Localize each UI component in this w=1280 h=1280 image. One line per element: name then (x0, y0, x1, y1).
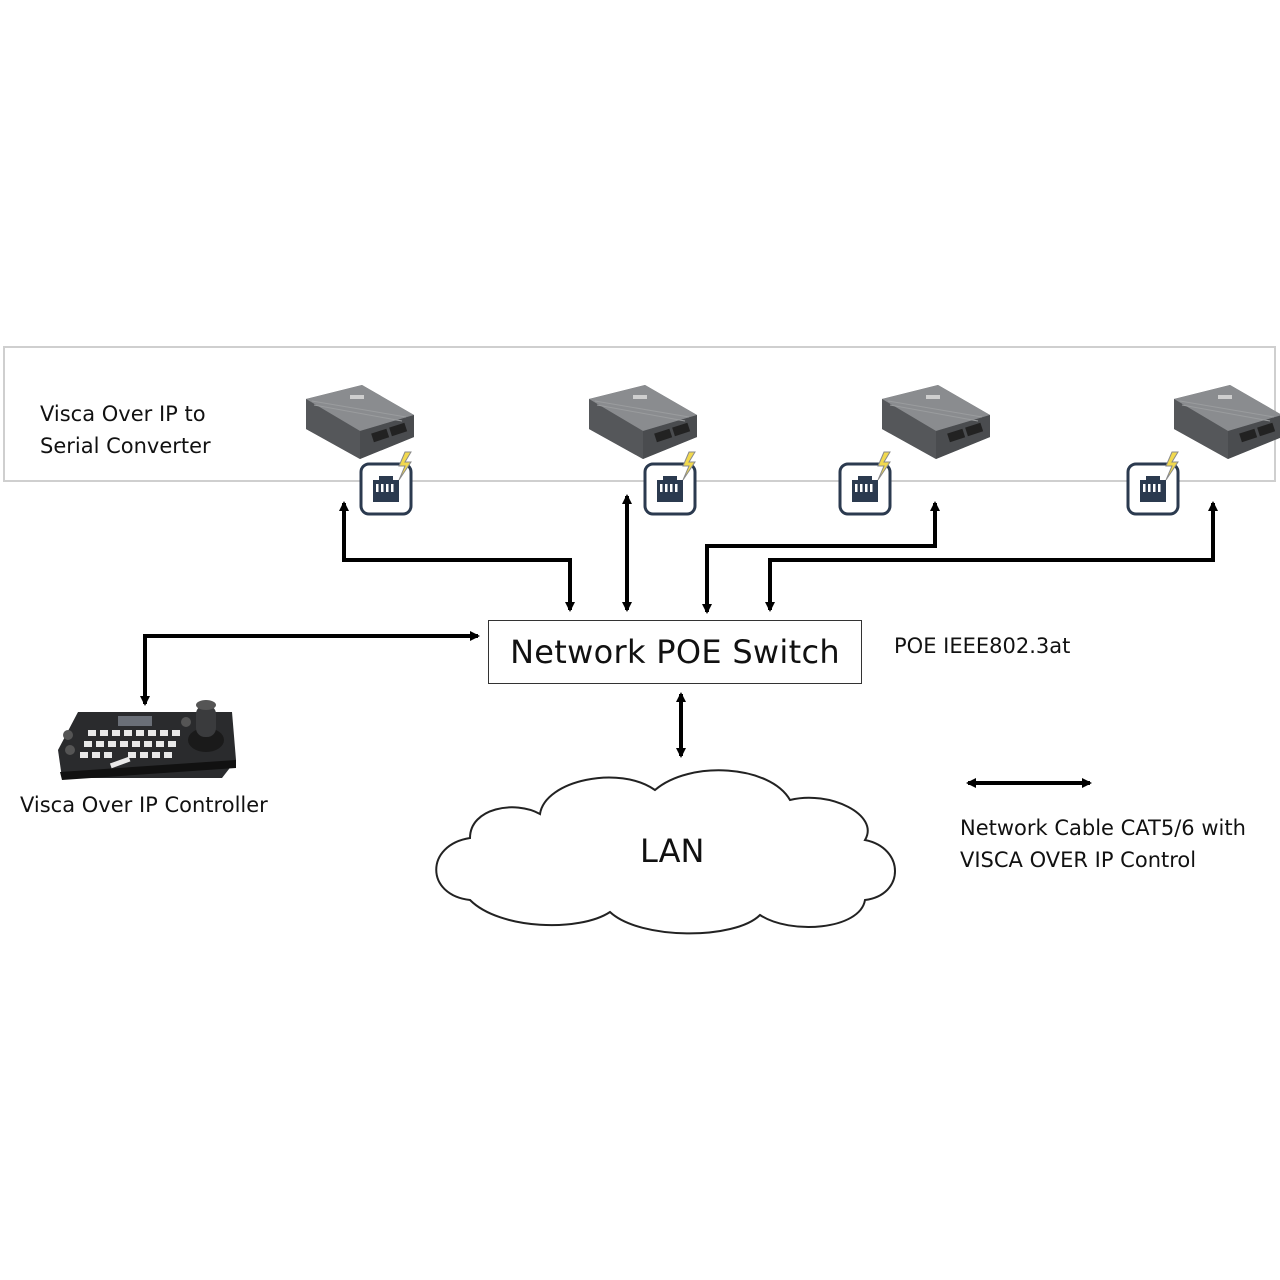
converter-device-2 (588, 384, 698, 460)
converter-device-1 (305, 384, 415, 460)
legend-line1: Network Cable CAT5/6 with (960, 816, 1246, 840)
poe-standard-label: POE IEEE802.3at (894, 634, 1071, 658)
lan-label: LAN (640, 832, 705, 870)
controller-keyboard-icon (58, 700, 236, 780)
controller-label: Visca Over IP Controller (20, 793, 268, 817)
converter-group-label: Visca Over IP to Serial Converter (40, 398, 211, 462)
converter-label-line1: Visca Over IP to (40, 402, 206, 426)
converter-device-3 (881, 384, 991, 460)
switch-label: Network POE Switch (510, 633, 840, 671)
ethernet-port-icon (1126, 450, 1180, 516)
ethernet-port-icon (838, 450, 892, 516)
link-converter-3 (702, 501, 940, 614)
converter-label-line2: Serial Converter (40, 434, 211, 458)
converter-device-4 (1173, 384, 1280, 460)
link-controller (140, 631, 480, 706)
ethernet-port-icon (643, 450, 697, 516)
link-converter-4 (765, 501, 1218, 612)
network-switch-node: Network POE Switch (488, 620, 862, 684)
ethernet-port-icon (359, 450, 413, 516)
legend-text: Network Cable CAT5/6 with VISCA OVER IP … (960, 812, 1246, 876)
legend-line2: VISCA OVER IP Control (960, 848, 1197, 872)
link-converter-1 (339, 501, 575, 612)
lan-cloud (435, 769, 896, 935)
